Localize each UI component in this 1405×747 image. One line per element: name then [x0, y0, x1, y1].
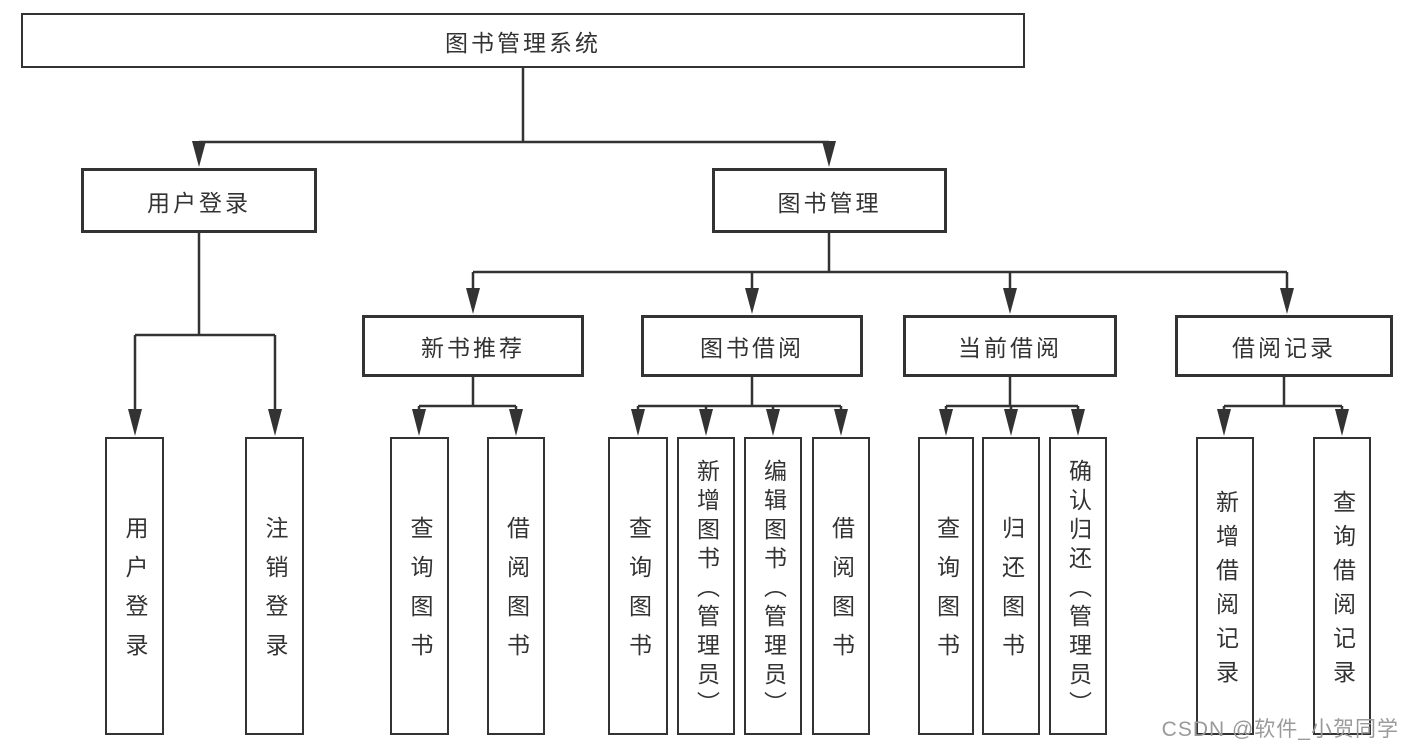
edge-book-management-split: [471, 233, 1289, 289]
tree-edges: [133, 68, 1344, 411]
node-book-borrowing-label: 图书借阅: [700, 335, 804, 361]
arrow-down-icon: [631, 409, 645, 436]
leaf-query-books-borrow: 查询图书: [608, 437, 668, 735]
edge-root-split: [199, 68, 829, 144]
arrow-down-icon: [1071, 409, 1085, 436]
root-node: 图书管理系统: [21, 13, 1025, 68]
leaf-add-books-admin-label: 新增图书（管理员）: [693, 458, 720, 720]
leaf-return-books-label: 归还图书: [998, 516, 1025, 672]
arrow-down-icon: [1004, 409, 1018, 436]
node-current-borrowing-label: 当前借阅: [958, 335, 1062, 361]
edge-user-login-split: [133, 233, 277, 410]
arrow-down-icon: [1280, 288, 1294, 314]
arrow-down-icon: [822, 141, 836, 167]
node-book-management-label: 图书管理: [777, 189, 882, 216]
arrow-down-icon: [1217, 409, 1231, 436]
leaf-borrow-books-label: 借阅图书: [828, 516, 855, 672]
edge-new-book-split: [417, 377, 518, 411]
node-user-login-label: 用户登录: [147, 189, 251, 216]
csdn-watermark: CSDN @软件_小贺同学: [1161, 718, 1399, 741]
leaf-confirm-return-admin-label: 确认归还（管理员）: [1065, 458, 1092, 720]
arrowheads: [128, 141, 1349, 436]
arrow-down-icon: [268, 409, 282, 436]
arrow-down-icon: [939, 409, 953, 436]
leaf-user-login: 用户登录: [105, 437, 164, 735]
leaf-borrow-books-recommend-label: 借阅图书: [503, 516, 530, 672]
leaf-logout-label: 注销登录: [262, 516, 288, 672]
node-borrowing-records: 借阅记录: [1175, 315, 1393, 377]
arrow-down-icon: [745, 288, 759, 314]
leaf-add-borrow-record: 新增借阅记录: [1196, 437, 1254, 735]
node-borrowing-records-label: 借阅记录: [1232, 335, 1336, 361]
arrow-down-icon: [1003, 288, 1017, 314]
edge-borrow-records-split: [1222, 377, 1344, 411]
leaf-return-books: 归还图书: [982, 437, 1040, 735]
arrow-down-icon: [509, 409, 523, 436]
leaf-query-borrow-record-label: 查询借阅记录: [1329, 489, 1356, 694]
arrow-down-icon: [834, 409, 848, 436]
root-node-label: 图书管理系统: [445, 29, 601, 56]
arrow-down-icon: [128, 409, 142, 436]
edge-current-borrow-split: [944, 377, 1080, 411]
leaf-logout: 注销登录: [245, 437, 304, 735]
node-new-book-recommendation: 新书推荐: [362, 315, 584, 377]
leaf-edit-books-admin-label: 编辑图书（管理员）: [760, 458, 787, 720]
leaf-query-books-recommend-label: 查询图书: [407, 516, 433, 672]
arrow-down-icon: [766, 409, 780, 436]
leaf-query-borrow-record: 查询借阅记录: [1313, 437, 1371, 735]
arrow-down-icon: [192, 141, 206, 167]
leaf-query-books-recommend: 查询图书: [390, 437, 449, 735]
leaf-confirm-return-admin: 确认归还（管理员）: [1049, 437, 1107, 735]
node-book-management: 图书管理: [712, 168, 947, 233]
leaf-borrow-books: 借阅图书: [812, 437, 870, 735]
leaf-query-books-current-label: 查询图书: [933, 516, 960, 672]
arrow-down-icon: [1335, 409, 1349, 436]
leaf-query-books-current: 查询图书: [918, 437, 974, 735]
leaf-borrow-books-recommend: 借阅图书: [487, 437, 545, 735]
node-current-borrowing: 当前借阅: [903, 315, 1117, 377]
arrow-down-icon: [699, 409, 713, 436]
leaf-add-borrow-record-label: 新增借阅记录: [1212, 489, 1239, 694]
leaf-add-books-admin: 新增图书（管理员）: [677, 437, 735, 735]
edge-book-borrow-split: [636, 377, 843, 411]
node-user-login: 用户登录: [81, 168, 317, 233]
node-book-borrowing: 图书借阅: [641, 315, 863, 377]
arrow-down-icon: [412, 409, 426, 436]
arrow-down-icon: [466, 288, 480, 314]
leaf-edit-books-admin: 编辑图书（管理员）: [744, 437, 802, 735]
leaf-user-login-label: 用户登录: [122, 516, 148, 672]
node-new-book-recommendation-label: 新书推荐: [421, 335, 525, 361]
leaf-query-books-borrow-label: 查询图书: [625, 516, 652, 672]
